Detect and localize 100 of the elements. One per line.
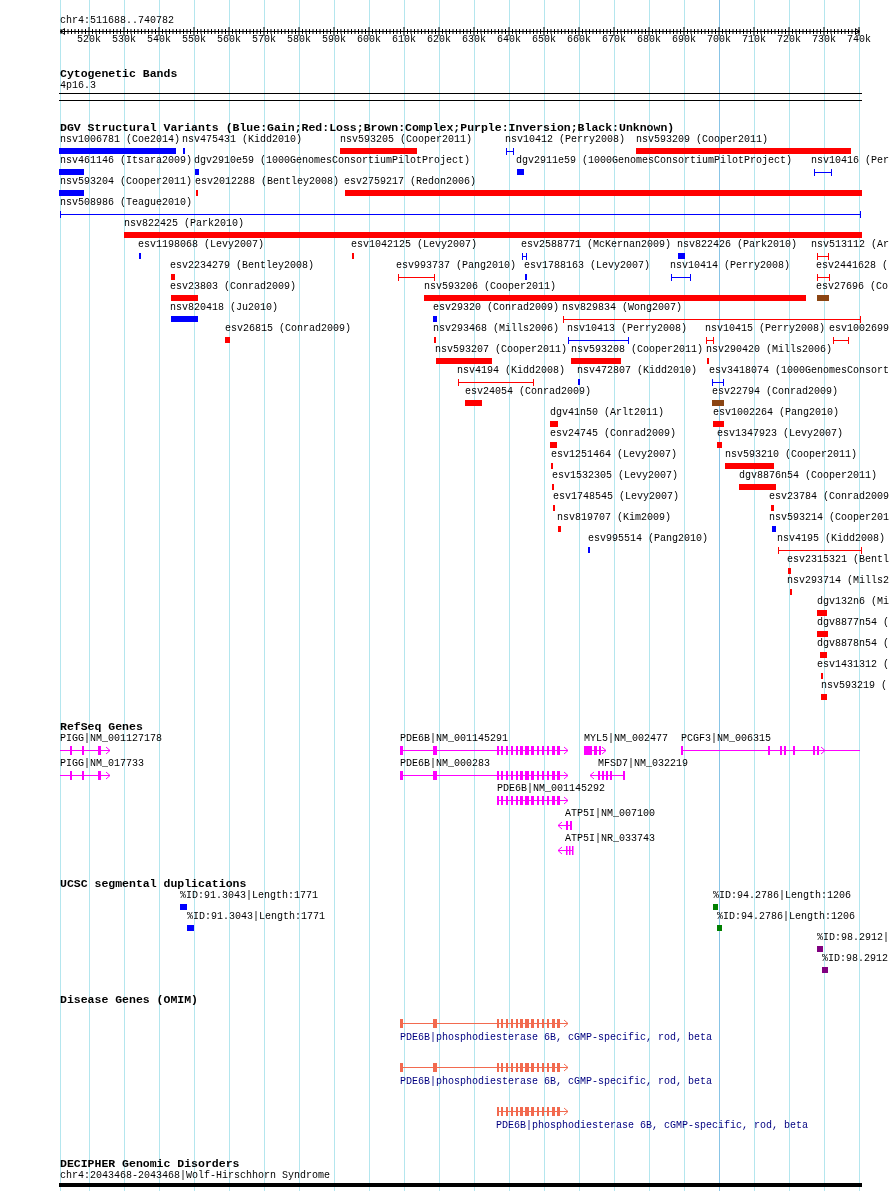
track-title: UCSC segmental duplications bbox=[60, 878, 247, 890]
tick-label: 700k bbox=[707, 34, 731, 46]
variant-label: esv2012288 (Bentley2008) bbox=[195, 176, 340, 188]
variant-label: nsv593219 ( bbox=[821, 680, 887, 692]
duplication-label: %ID:94.2786|Length:1206 bbox=[717, 911, 856, 923]
variant-label: nsv508986 (Teague2010) bbox=[60, 197, 193, 209]
gene-label: PDE6B|NM_000283 bbox=[400, 758, 490, 770]
variant-label: esv29320 (Conrad2009) bbox=[433, 302, 560, 314]
variant-label: dgv132n6 (Mi bbox=[817, 596, 889, 608]
variant-label: nsv290420 (Mills2006) bbox=[706, 344, 833, 356]
tick-label: 640k bbox=[497, 34, 521, 46]
variant-label: esv27696 (Co bbox=[816, 281, 888, 293]
variant-label: esv1198068 (Levy2007) bbox=[138, 239, 265, 251]
tick-label: 540k bbox=[147, 34, 171, 46]
variant-label: nsv10415 (Perry2008) bbox=[705, 323, 826, 335]
gene-label: PIGG|NM_001127178 bbox=[60, 733, 163, 745]
variant-label: nsv10416 (Per bbox=[811, 155, 889, 167]
tick-label: 630k bbox=[462, 34, 486, 46]
variant-label: nsv820418 (Ju2010) bbox=[170, 302, 279, 314]
variant-label: esv1251464 (Levy2007) bbox=[551, 449, 678, 461]
variant-label: nsv472807 (Kidd2010) bbox=[577, 365, 698, 377]
variant-label: nsv593209 (Cooper2011) bbox=[636, 134, 769, 146]
tick-label: 620k bbox=[427, 34, 451, 46]
variant-label: esv993737 (Pang2010) bbox=[396, 260, 517, 272]
track-title: RefSeq Genes bbox=[60, 721, 143, 733]
tick-label: 650k bbox=[532, 34, 556, 46]
tick-label: 710k bbox=[742, 34, 766, 46]
variant-label: esv2315321 (Bentl bbox=[787, 554, 890, 566]
variant-label: esv1347923 (Levy2007) bbox=[717, 428, 844, 440]
disease-gene-label: PDE6B|phosphodiesterase 6B, cGMP-specific, rod, beta bbox=[400, 1032, 713, 1044]
variant-label: nsv829834 (Wong2007) bbox=[562, 302, 683, 314]
variant-label: nsv593204 (Cooper2011) bbox=[60, 176, 193, 188]
variant-label: esv1431312 ( bbox=[817, 659, 889, 671]
gene-label: PCGF3|NM_006315 bbox=[681, 733, 771, 745]
tick-label: 610k bbox=[392, 34, 416, 46]
disorder-label: chr4:2043468-2043468|Wolf-Hirschhorn Syndrome bbox=[60, 1170, 331, 1182]
tick-label: 580k bbox=[287, 34, 311, 46]
disease-gene-label: PDE6B|phosphodiesterase 6B, cGMP-specific, rod, beta bbox=[400, 1076, 713, 1088]
tick-label: 720k bbox=[777, 34, 801, 46]
variant-label: nsv822425 (Park2010) bbox=[124, 218, 245, 230]
variant-label: esv2234279 (Bentley2008) bbox=[170, 260, 315, 272]
coordinate-label: chr4:511688..740782 bbox=[60, 15, 175, 27]
variant-label: esv3418074 (1000GenomesConsort bbox=[709, 365, 890, 377]
variant-label: dgv2911e59 (1000GenomesConsortiumPilotProject) bbox=[516, 155, 793, 167]
gene-label: ATP5I|NM_007100 bbox=[565, 808, 655, 820]
tick-label: 680k bbox=[637, 34, 661, 46]
variant-label: dgv8876n54 (Cooper2011) bbox=[739, 470, 878, 482]
variant-label: esv2441628 ( bbox=[816, 260, 888, 272]
gene-label: PIGG|NM_017733 bbox=[60, 758, 144, 770]
tick-label: 550k bbox=[182, 34, 206, 46]
tick-label: 660k bbox=[567, 34, 591, 46]
tick-label: 690k bbox=[672, 34, 696, 46]
variant-label: esv1748545 (Levy2007) bbox=[553, 491, 680, 503]
variant-label: esv24745 (Conrad2009) bbox=[550, 428, 677, 440]
duplication-label: %ID:98.2912| bbox=[817, 932, 889, 944]
variant-label: esv22794 (Conrad2009) bbox=[712, 386, 839, 398]
tick-label: 740k bbox=[847, 34, 871, 46]
tick-label: 730k bbox=[812, 34, 836, 46]
tick-label: 600k bbox=[357, 34, 381, 46]
duplication-label: %ID:94.2786|Length:1206 bbox=[713, 890, 852, 902]
variant-label: nsv293468 (Mills2006) bbox=[433, 323, 560, 335]
gene-label: ATP5I|NR_033743 bbox=[565, 833, 655, 845]
variant-label: esv26815 (Conrad2009) bbox=[225, 323, 352, 335]
variant-label: nsv593214 (Cooper201 bbox=[769, 512, 890, 524]
duplication-label: %ID:91.3043|Length:1771 bbox=[180, 890, 319, 902]
variant-label: esv23784 (Conrad2009 bbox=[769, 491, 890, 503]
variant-label: esv1002264 (Pang2010) bbox=[713, 407, 840, 419]
duplication-label: %ID:98.2912 bbox=[822, 953, 888, 965]
variant-label: esv995514 (Pang2010) bbox=[588, 533, 709, 545]
variant-label: nsv10414 (Perry2008) bbox=[670, 260, 791, 272]
track-title: Cytogenetic Bands bbox=[60, 68, 178, 80]
variant-label: nsv593207 (Cooper2011) bbox=[435, 344, 568, 356]
variant-label: esv1788163 (Levy2007) bbox=[524, 260, 651, 272]
gene-label: MYL5|NM_002477 bbox=[584, 733, 668, 745]
band-label: 4p16.3 bbox=[60, 80, 96, 92]
tick-label: 590k bbox=[322, 34, 346, 46]
tick-label: 570k bbox=[252, 34, 276, 46]
tick-label: 520k bbox=[77, 34, 101, 46]
variant-label: dgv8877n54 ( bbox=[817, 617, 889, 629]
track-title: DGV Structural Variants (Blue:Gain;Red:Loss;Brown:Complex;Purple:Inversion;Black:Unknown) bbox=[60, 122, 675, 134]
tick-label: 670k bbox=[602, 34, 626, 46]
variant-label: nsv822426 (Park2010) bbox=[677, 239, 798, 251]
variant-label: esv24054 (Conrad2009) bbox=[465, 386, 592, 398]
variant-label: nsv475431 (Kidd2010) bbox=[182, 134, 303, 146]
variant-label: nsv10413 (Perry2008) bbox=[567, 323, 688, 335]
variant-label: nsv593210 (Cooper2011) bbox=[725, 449, 858, 461]
variant-label: nsv593205 (Cooper2011) bbox=[340, 134, 473, 146]
variant-label: nsv4194 (Kidd2008) bbox=[457, 365, 566, 377]
variant-label: nsv819707 (Kim2009) bbox=[557, 512, 672, 524]
duplication-label: %ID:91.3043|Length:1771 bbox=[187, 911, 326, 923]
track-title: Disease Genes (OMIM) bbox=[60, 994, 199, 1006]
variant-label: nsv10412 (Perry2008) bbox=[505, 134, 626, 146]
variant-label: nsv513112 (Ar bbox=[811, 239, 889, 251]
gene-label: PDE6B|NM_001145292 bbox=[497, 783, 606, 795]
gene-label: MFSD7|NM_032219 bbox=[598, 758, 688, 770]
variant-label: dgv41n50 (Arlt2011) bbox=[550, 407, 665, 419]
gene-label: PDE6B|NM_001145291 bbox=[400, 733, 509, 745]
variant-label: esv1042125 (Levy2007) bbox=[351, 239, 478, 251]
variant-label: esv1532305 (Levy2007) bbox=[552, 470, 679, 482]
variant-label: nsv4195 (Kidd2008) bbox=[777, 533, 886, 545]
